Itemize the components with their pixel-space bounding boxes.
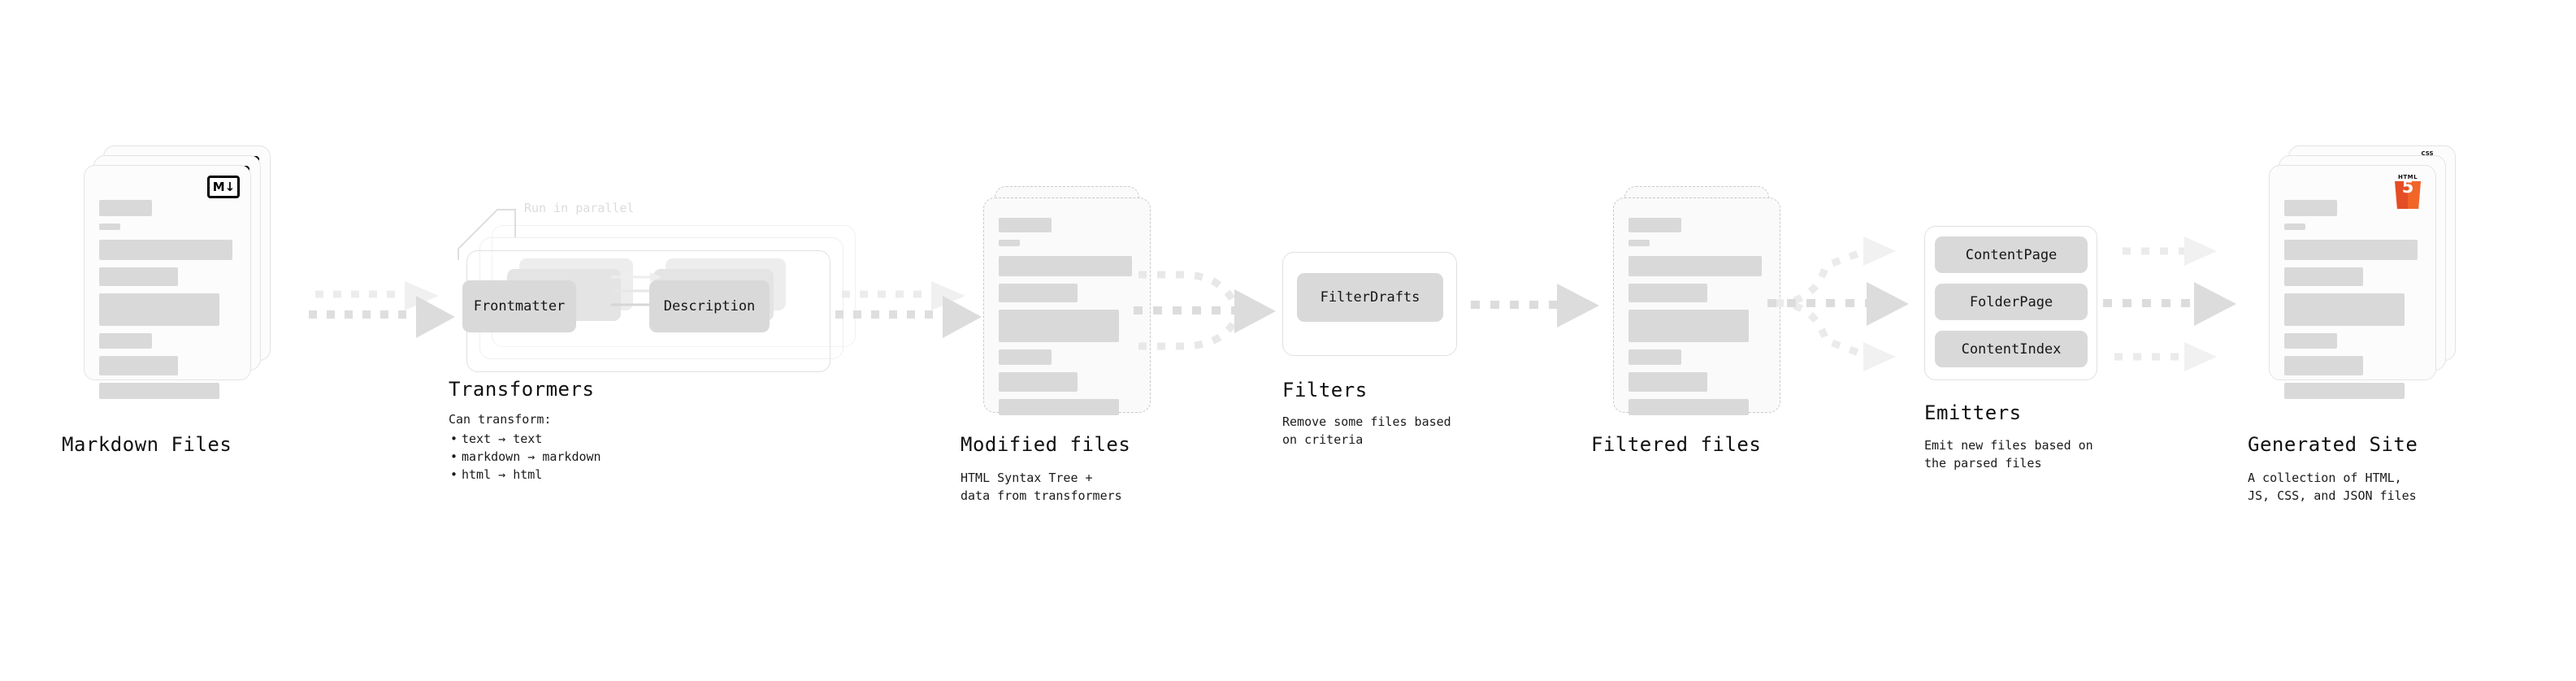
emitter-chip-contentindex[interactable]: ContentIndex: [1935, 331, 2088, 367]
transformers-title: Transformers: [449, 378, 595, 401]
emitter-chip-label: ContentIndex: [1961, 340, 2062, 358]
filter-chip-label: FilterDrafts: [1320, 289, 1420, 306]
list-item: text → text: [450, 430, 601, 448]
transformer-chip-label: Description: [663, 298, 756, 314]
generated-site-title: Generated Site: [2248, 433, 2418, 456]
transformers-description: Can transform: text → text markdown → ma…: [449, 410, 601, 484]
document-skeleton: [2284, 200, 2424, 406]
transformers-capability-list: text → text markdown → markdown html → h…: [449, 430, 601, 484]
document-skeleton: [1628, 218, 1768, 423]
markdown-icon: M↓: [207, 176, 240, 198]
modified-file-card-front: [983, 197, 1151, 415]
emitters-title: Emitters: [1924, 401, 2022, 424]
connector-emitters-to-site: [2103, 236, 2236, 371]
document-skeleton: [999, 218, 1138, 423]
transformer-chip-label: Frontmatter: [473, 298, 566, 314]
connector-transformers-to-modified: [835, 281, 982, 338]
generated-site-description: A collection of HTML,JS, CSS, and JSON f…: [2248, 471, 2417, 503]
document-skeleton: [99, 200, 239, 406]
emitter-chip-label: FolderPage: [1969, 293, 2053, 310]
modified-files-title: Modified files: [961, 433, 1131, 456]
run-in-parallel-label: Run in parallel: [524, 201, 635, 215]
markdown-files-title: Markdown Files: [62, 433, 232, 456]
html5-icon: HTML 5: [2393, 174, 2422, 210]
run-in-parallel-leader: [458, 209, 516, 260]
filters-title: Filters: [1282, 379, 1368, 401]
markdown-file-card-front: M↓: [84, 165, 251, 399]
transformer-chip-frontmatter[interactable]: Frontmatter: [462, 280, 576, 332]
emitter-chip-contentpage[interactable]: ContentPage: [1935, 236, 2088, 273]
list-item: html → html: [450, 466, 601, 484]
emitter-chip-folderpage[interactable]: FolderPage: [1935, 284, 2088, 320]
transformers-description-heading: Can transform:: [449, 412, 552, 427]
modified-files-description: HTML Syntax Tree +data from transformers: [961, 471, 1122, 503]
filter-chip-filterdrafts[interactable]: FilterDrafts: [1297, 273, 1443, 322]
transformer-chip-description[interactable]: Description: [649, 280, 770, 332]
connector-md-to-transformers: [309, 281, 455, 338]
emitter-chip-label: ContentPage: [1965, 246, 2058, 263]
filtered-files-title: Filtered files: [1591, 433, 1762, 456]
connector-filtered-to-emitters: [1767, 236, 1909, 371]
generated-site-card-html: HTML 5: [2269, 165, 2436, 399]
list-item: markdown → markdown: [450, 448, 601, 466]
connector-filters-to-filtered: [1471, 284, 1599, 327]
filtered-file-card-front: [1613, 197, 1780, 415]
connector-modified-to-filters: [1134, 271, 1276, 350]
